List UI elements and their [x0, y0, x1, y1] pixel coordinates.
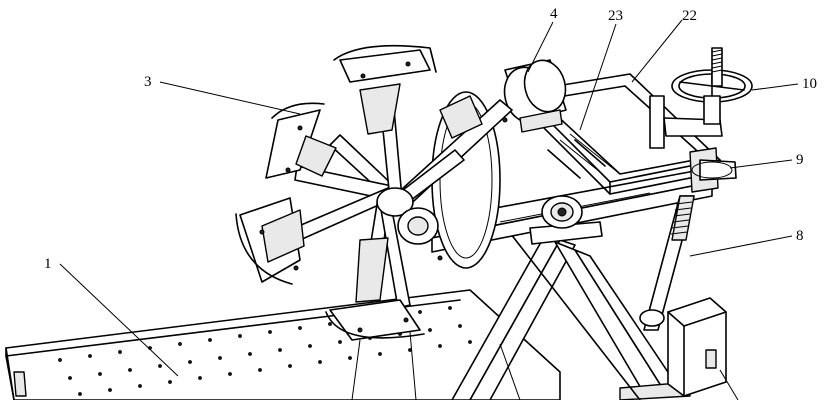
label-10: 10: [802, 76, 817, 92]
label-8: 8: [796, 228, 804, 244]
label-1: 1: [44, 256, 52, 272]
control-box: [667, 297, 727, 397]
screw-rod: [639, 195, 695, 331]
label-9: 9: [796, 152, 804, 168]
leader-lines: [59, 19, 799, 401]
handwheel: [671, 47, 753, 125]
bearing-block: [529, 195, 603, 245]
motor-cylinder: [503, 59, 567, 133]
label-3: 3: [144, 74, 152, 90]
callout-labels: 1 3 4 23 22 10 9 8: [44, 6, 817, 272]
rotor-wheel: [235, 44, 513, 341]
label-23: 23: [608, 8, 623, 24]
support-legs: [451, 219, 691, 401]
label-4: 4: [550, 6, 558, 22]
label-22: 22: [682, 8, 697, 24]
